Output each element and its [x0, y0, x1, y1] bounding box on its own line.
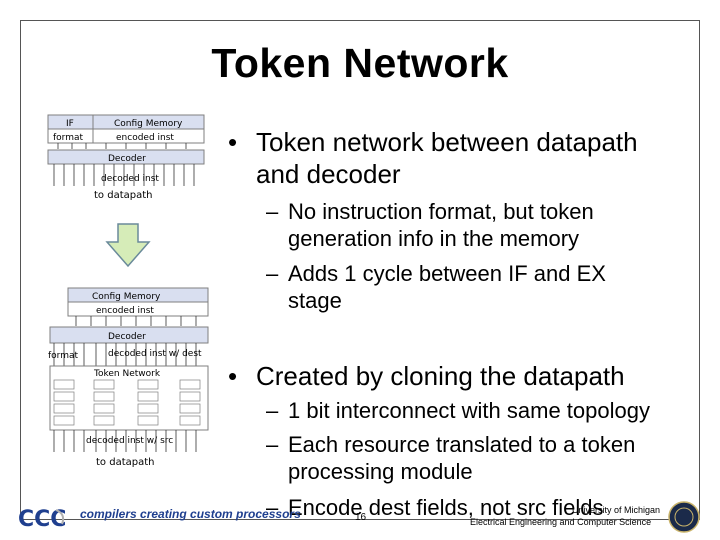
decoder-diagram-top: IF Config Memory format encoded inst Dec… [47, 114, 205, 201]
encoded-inst-label: encoded inst [116, 133, 174, 143]
decoder-box [49, 326, 209, 344]
sub-1-1-line-1: No instruction format, but token [288, 199, 594, 224]
tagline: compilers creating custom processors [80, 507, 301, 521]
dash-glyph: – [266, 432, 279, 457]
down-arrow-icon [105, 223, 151, 268]
bullet-glyph: • [228, 127, 238, 157]
arrow-row [75, 316, 197, 326]
decoded-dest-label: decoded inst w/ dest [108, 349, 202, 359]
format-label: format [53, 133, 83, 143]
encoded-inst-box [92, 128, 205, 144]
config-memory-label: Config Memory [92, 292, 161, 302]
bullet-glyph: • [228, 361, 238, 391]
decoder-label: Decoder [108, 154, 146, 164]
dash-glyph: – [266, 261, 279, 286]
sub-2-2-line-1: Each resource translated to a token [288, 432, 636, 457]
university-name: University of Michigan [572, 505, 661, 515]
university-seal-icon [668, 501, 700, 533]
slide-frame [20, 20, 700, 520]
decoded-inst-label: decoded inst [101, 174, 159, 184]
sub-1-2-line-2: stage [288, 288, 342, 313]
sub-2-3-line-1: Encode dest fields, not src fields [288, 495, 604, 520]
encoded-inst-box [67, 301, 209, 317]
arrow-row [53, 430, 197, 452]
page-number: 16 [355, 512, 367, 523]
sub-2-2-line-2: processing module [288, 459, 473, 484]
token-network-diagram: Config Memory encoded inst Decoder forma… [48, 287, 209, 468]
bullet-2-line-1: Created by cloning the datapath [256, 361, 625, 391]
to-datapath-label: to datapath [94, 190, 152, 201]
department-name: Electrical Engineering and Computer Scie… [470, 517, 652, 527]
decoded-src-label: decoded inst w/ src [86, 436, 173, 446]
sub-1-2-line-1: Adds 1 cycle between IF and EX [288, 261, 606, 286]
bullet-1-line-2: and decoder [256, 159, 401, 189]
token-network-label: Token Network [93, 369, 161, 379]
arrow-row [53, 164, 195, 186]
sub-2-1-line-1: 1 bit interconnect with same topology [288, 398, 650, 423]
arrow-row [53, 343, 197, 366]
if-label: IF [66, 119, 74, 129]
format-label: format [48, 351, 78, 361]
ccc-logo-icon: CCC [18, 507, 66, 532]
decoder-label: Decoder [108, 332, 146, 342]
config-memory-label: Config Memory [114, 119, 183, 129]
decoder-box [47, 149, 205, 165]
token-module-grid [53, 379, 201, 426]
dash-glyph: – [266, 495, 279, 520]
slide-title: Token Network [211, 40, 509, 86]
sub-1-1-line-2: generation info in the memory [288, 226, 580, 251]
to-datapath-label: to datapath [96, 457, 154, 468]
bullet-1-line-1: Token network between datapath [256, 127, 638, 157]
encoded-inst-label: encoded inst [96, 306, 154, 316]
dash-glyph: – [266, 199, 279, 224]
arrow-row [57, 143, 187, 149]
dash-glyph: – [266, 398, 279, 423]
